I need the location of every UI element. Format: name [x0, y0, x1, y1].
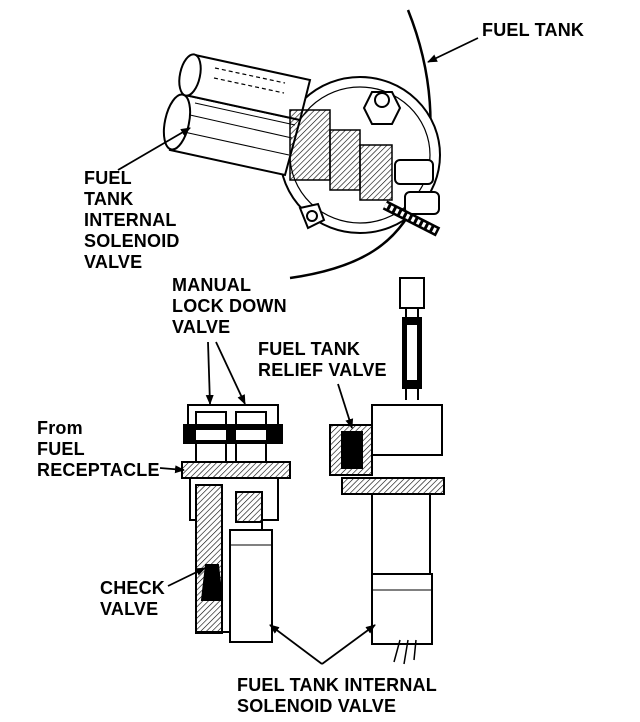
leader-tank-valve-bottom-left [269, 624, 323, 665]
from-fuel-receptacle-label: From FUEL RECEPTACLE [37, 418, 160, 480]
leader-tank-valve-top [117, 127, 191, 171]
tank-assembly-illustration [162, 9, 441, 280]
leader-check-valve [167, 567, 206, 587]
tank-internal-solenoid-valve-label-top: FUEL TANK INTERNAL SOLENOID VALVE [84, 168, 180, 272]
leader-manual-lock-right [215, 341, 246, 405]
leader-tank-valve-bottom-right [321, 624, 376, 665]
leader-lines [117, 37, 479, 665]
check-valve-label: CHECK VALVE [100, 578, 166, 619]
leader-manual-lock-left [205, 341, 214, 405]
relief-valve-assembly [329, 277, 445, 665]
leader-receptacle [159, 465, 185, 474]
manual-lock-down-valve-label: MANUAL LOCK DOWN VALVE [172, 275, 287, 337]
fuel-tank-relief-valve-label: FUEL TANK RELIEF VALVE [258, 339, 387, 380]
tank-internal-solenoid-valve-label-bottom: FUEL TANK INTERNAL SOLENOID VALVE [237, 675, 437, 716]
leader-fuel-tank [427, 37, 479, 63]
lock-down-valve-assembly [181, 404, 291, 643]
fuel-tank-label: FUEL TANK [482, 20, 585, 40]
leader-relief [337, 383, 354, 429]
